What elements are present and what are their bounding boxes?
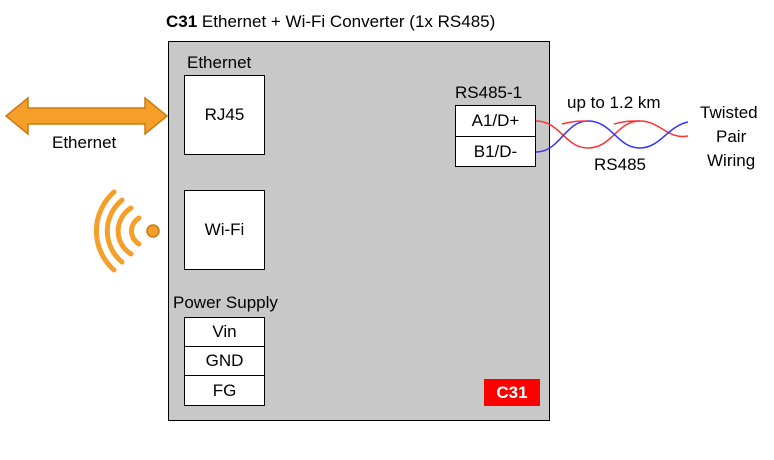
- rj45-port-label: RJ45: [204, 105, 245, 124]
- distance-label: up to 1.2 km: [567, 93, 661, 112]
- rs485-terminal-label: A1/D+: [471, 111, 520, 130]
- wifi-signal-dot: [146, 224, 160, 238]
- wifi-module: Wi-Fi: [184, 190, 265, 270]
- twisted-pair-wires: [535, 120, 689, 153]
- rs485-bus-label: RS485: [594, 155, 646, 174]
- rs485-section-label: RS485-1: [455, 83, 523, 102]
- title-model: C31: [166, 12, 198, 31]
- power-terminal-fg: FG: [184, 375, 265, 406]
- rs485-terminal-a: A1/D+: [455, 105, 536, 137]
- title-text: Ethernet + Wi-Fi Converter (1x RS485): [201, 12, 496, 31]
- power-terminal-gnd: GND: [184, 346, 265, 376]
- ethernet-section-label: Ethernet: [187, 53, 252, 72]
- ethernet-double-arrow: [4, 96, 169, 136]
- rs485-terminal-label: B1/D-: [473, 141, 518, 161]
- wiring-label-line3: Wiring: [707, 151, 756, 170]
- power-terminal-label: GND: [205, 351, 244, 370]
- power-supply-label: Power Supply: [173, 293, 278, 312]
- rs485-terminal-b: B1/D-: [455, 136, 536, 167]
- wiring-label-line1: Twisted: [700, 103, 758, 122]
- power-terminal-vin: Vin: [184, 317, 265, 347]
- rj45-port: RJ45: [184, 75, 265, 155]
- power-terminal-label: Vin: [212, 322, 237, 341]
- model-badge-text: C31: [496, 382, 528, 402]
- wiring-label-line2: Pair: [716, 127, 747, 146]
- diagram-title: C31 Ethernet + Wi-Fi Converter (1x RS485…: [166, 12, 566, 32]
- wifi-module-label: Wi-Fi: [204, 220, 245, 239]
- power-terminal-label: FG: [212, 380, 237, 400]
- ethernet-arrow-label: Ethernet: [52, 133, 117, 152]
- model-badge: C31: [484, 379, 540, 406]
- wifi-signal-icon: [93, 189, 142, 273]
